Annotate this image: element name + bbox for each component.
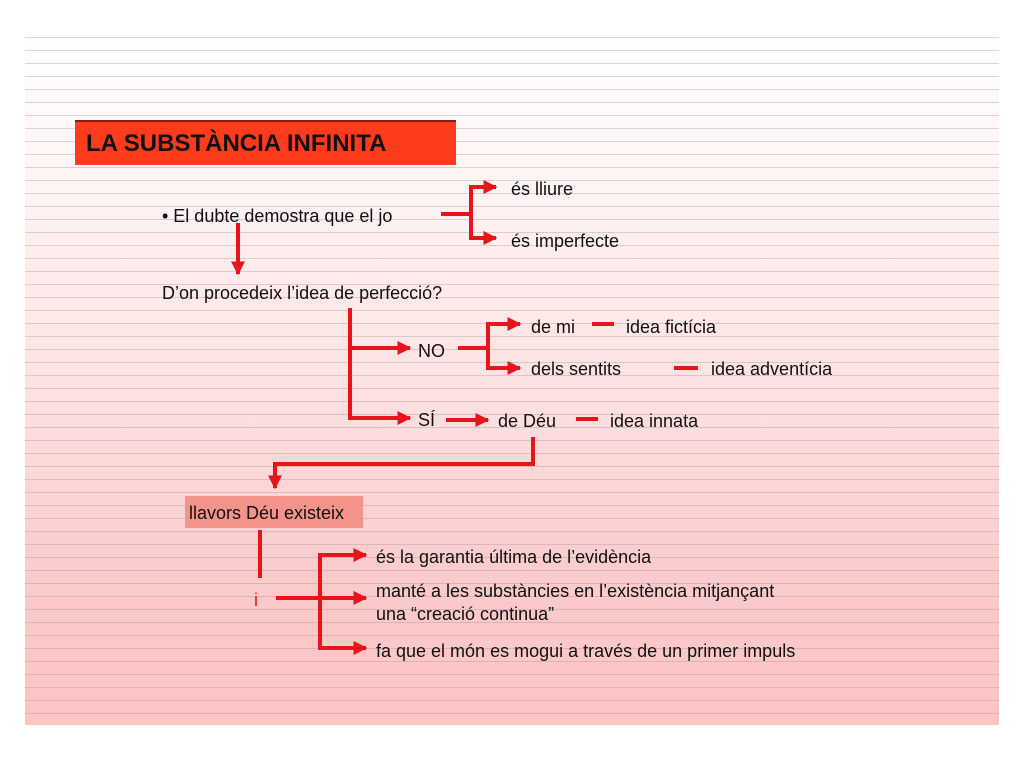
- connector-bracket-mon: [318, 598, 368, 655]
- node-lliure: és lliure: [511, 179, 574, 199]
- node-no: NO: [418, 341, 445, 361]
- connector-deu-llavors: [268, 437, 535, 490]
- node-imperfecte: és imperfecte: [511, 231, 620, 251]
- llavors-box: [185, 496, 363, 528]
- connector-bracket-imperfecte: [469, 214, 498, 245]
- node-mante-line1: manté a les substàncies en l’existència …: [376, 581, 775, 601]
- node-mante-line2: una “creació continua”: [376, 604, 555, 624]
- node-dels-sentits: dels sentits: [531, 359, 622, 379]
- connector-bracket-si: [348, 348, 412, 425]
- node-idea-innata: idea innata: [610, 411, 699, 431]
- node-de-deu: de Déu: [498, 411, 557, 431]
- slide-title: LA SUBSTÀNCIA INFINITA: [86, 130, 387, 157]
- title-box: [75, 120, 456, 165]
- node-pregunta: D’on procedeix l’idea de perfecció?: [162, 283, 443, 303]
- node-dubte: • El dubte demostra que el jo: [162, 206, 393, 226]
- node-garantia: és la garantia última de l’evidència: [376, 547, 652, 567]
- node-idea-ficticia: idea fictícia: [626, 317, 717, 337]
- node-mon: fa que el món es mogui a través de un pr…: [376, 641, 796, 661]
- connector-bracket-sentits: [486, 348, 522, 375]
- node-idea-adventicia: idea adventícia: [711, 359, 833, 379]
- connector-bracket-no: [348, 308, 412, 355]
- node-si: SÍ: [418, 410, 436, 430]
- node-de-mi: de mi: [531, 317, 576, 337]
- connector-bracket-demi: [486, 317, 522, 368]
- connector-bracket-lliure: [469, 180, 498, 238]
- connector-bracket-garantia: [318, 548, 368, 646]
- node-i: i: [254, 590, 258, 610]
- node-llavors: llavors Déu existeix: [189, 503, 345, 523]
